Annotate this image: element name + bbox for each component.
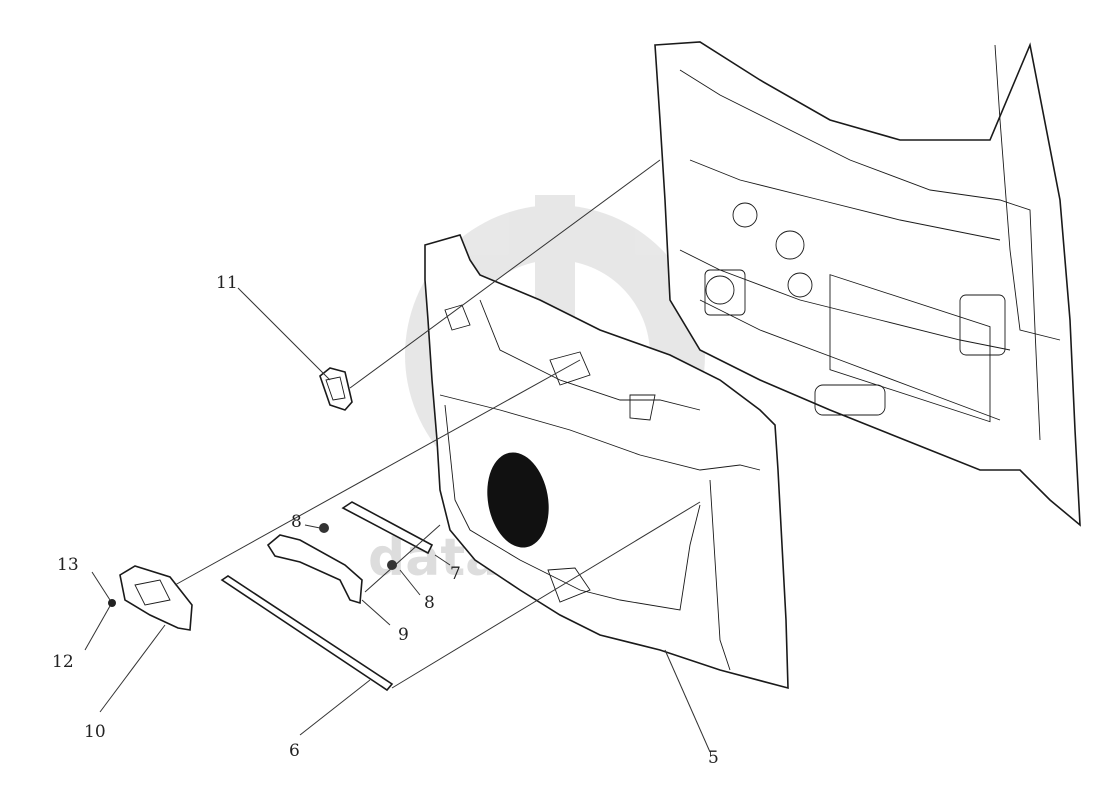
callout-5: 5 — [708, 748, 719, 768]
part-8-screw-upper — [319, 523, 329, 533]
door-inner-frame — [654, 41, 1081, 527]
callout-11: 11 — [216, 273, 238, 293]
callout-13: 13 — [57, 555, 79, 575]
callout-8-lower: 8 — [424, 593, 435, 613]
callout-8-upper: 8 — [291, 512, 302, 532]
leader-lines — [84, 159, 711, 753]
door-trim-panel — [424, 234, 789, 690]
callout-7: 7 — [450, 564, 461, 584]
part-8-screw-lower — [387, 560, 397, 570]
callout-labels: 11 8 7 8 9 13 12 10 6 5 — [52, 273, 719, 768]
part-6-trim-strip — [220, 575, 394, 692]
part-10-inner-door-handle — [119, 565, 193, 631]
part-9-pull-handle — [266, 534, 363, 605]
callout-6: 6 — [289, 741, 300, 761]
callout-9: 9 — [398, 625, 409, 645]
part-7-bracket — [341, 501, 434, 555]
callout-12: 12 — [52, 652, 74, 672]
part-12-13-fastener — [108, 599, 116, 607]
callout-10: 10 — [84, 722, 106, 742]
